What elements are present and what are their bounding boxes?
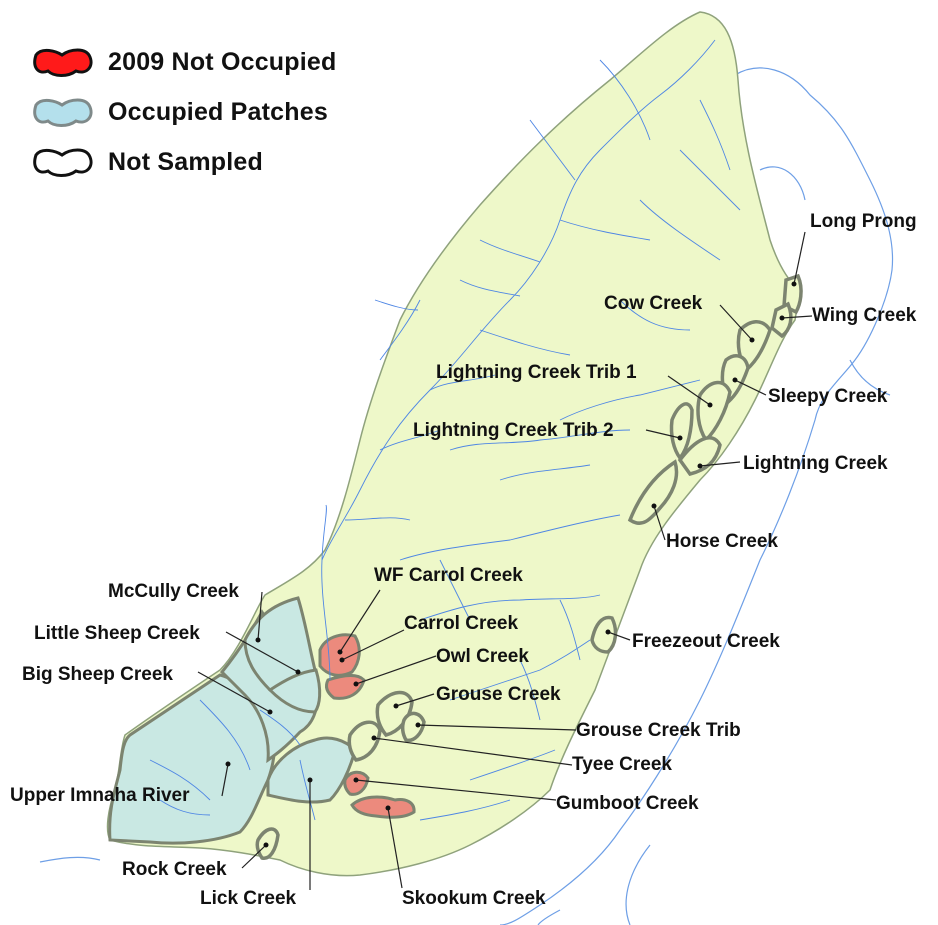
legend-not-sampled-label: Not Sampled — [108, 147, 263, 176]
skookum-patch — [350, 795, 416, 819]
label-freezeout-creek: Freezeout Creek — [632, 631, 780, 652]
label-owl-creek: Owl Creek — [436, 646, 529, 667]
little-sheep-patch — [267, 668, 322, 714]
label-tyee-creek: Tyee Creek — [572, 754, 672, 775]
not-occupied-patches — [318, 633, 416, 819]
label-little-sheep-creek: Little Sheep Creek — [34, 623, 200, 644]
lightning-trib1-patch — [696, 380, 732, 443]
label-big-sheep-creek: Big Sheep Creek — [22, 664, 173, 685]
label-lightning-creek: Lightning Creek — [743, 453, 888, 474]
not-occupied-swatch-icon — [33, 48, 93, 77]
label-lightning-trib1: Lightning Creek Trib 1 — [436, 362, 637, 383]
label-gumboot-creek: Gumboot Creek — [556, 793, 699, 814]
not-sampled-patches — [255, 273, 803, 860]
label-lick-creek: Lick Creek — [200, 888, 297, 909]
grouse-trib-patch — [400, 711, 426, 743]
leader-lines — [197, 231, 813, 890]
label-lightning-trib2: Lightning Creek Trib 2 — [413, 420, 614, 441]
lightning-creek-patch — [677, 436, 722, 476]
owl-creek-patch — [324, 673, 366, 700]
label-rock-creek: Rock Creek — [122, 859, 227, 880]
legend-not-sampled: Not Sampled — [30, 144, 263, 180]
label-long-prong: Long Prong — [810, 211, 917, 232]
label-grouse-creek-trib: Grouse Creek Trib — [576, 720, 741, 741]
occupied-patches — [108, 596, 357, 845]
freezeout-patch — [590, 615, 618, 654]
lightning-trib2-patch — [669, 402, 694, 461]
label-mccully-creek: McCully Creek — [108, 581, 239, 602]
label-horse-creek: Horse Creek — [666, 531, 778, 552]
tyee-creek-patch — [347, 720, 382, 762]
legend-not-occupied: 2009 Not Occupied — [30, 44, 336, 80]
legend-occupied-label: Occupied Patches — [108, 97, 328, 126]
legend-not-occupied-label: 2009 Not Occupied — [108, 47, 337, 76]
outer-rivers — [39, 67, 894, 925]
gumboot-patch — [343, 770, 370, 796]
label-upper-imnaha-river: Upper Imnaha River — [10, 785, 190, 806]
label-wf-carrol-creek: WF Carrol Creek — [374, 565, 523, 586]
not-sampled-swatch-icon — [33, 148, 93, 177]
occupied-swatch-icon — [33, 98, 93, 127]
label-sleepy-creek: Sleepy Creek — [768, 386, 888, 407]
label-anchor-dots — [225, 281, 797, 848]
label-carrol-creek: Carrol Creek — [404, 613, 519, 634]
horse-creek-patch — [627, 459, 679, 525]
legend-occupied: Occupied Patches — [30, 94, 328, 130]
label-grouse-creek: Grouse Creek — [436, 684, 561, 705]
stream-network — [149, 39, 741, 821]
label-skookum-creek: Skookum Creek — [402, 888, 546, 909]
label-cow-creek: Cow Creek — [604, 293, 703, 314]
label-wing-creek: Wing Creek — [812, 305, 917, 326]
